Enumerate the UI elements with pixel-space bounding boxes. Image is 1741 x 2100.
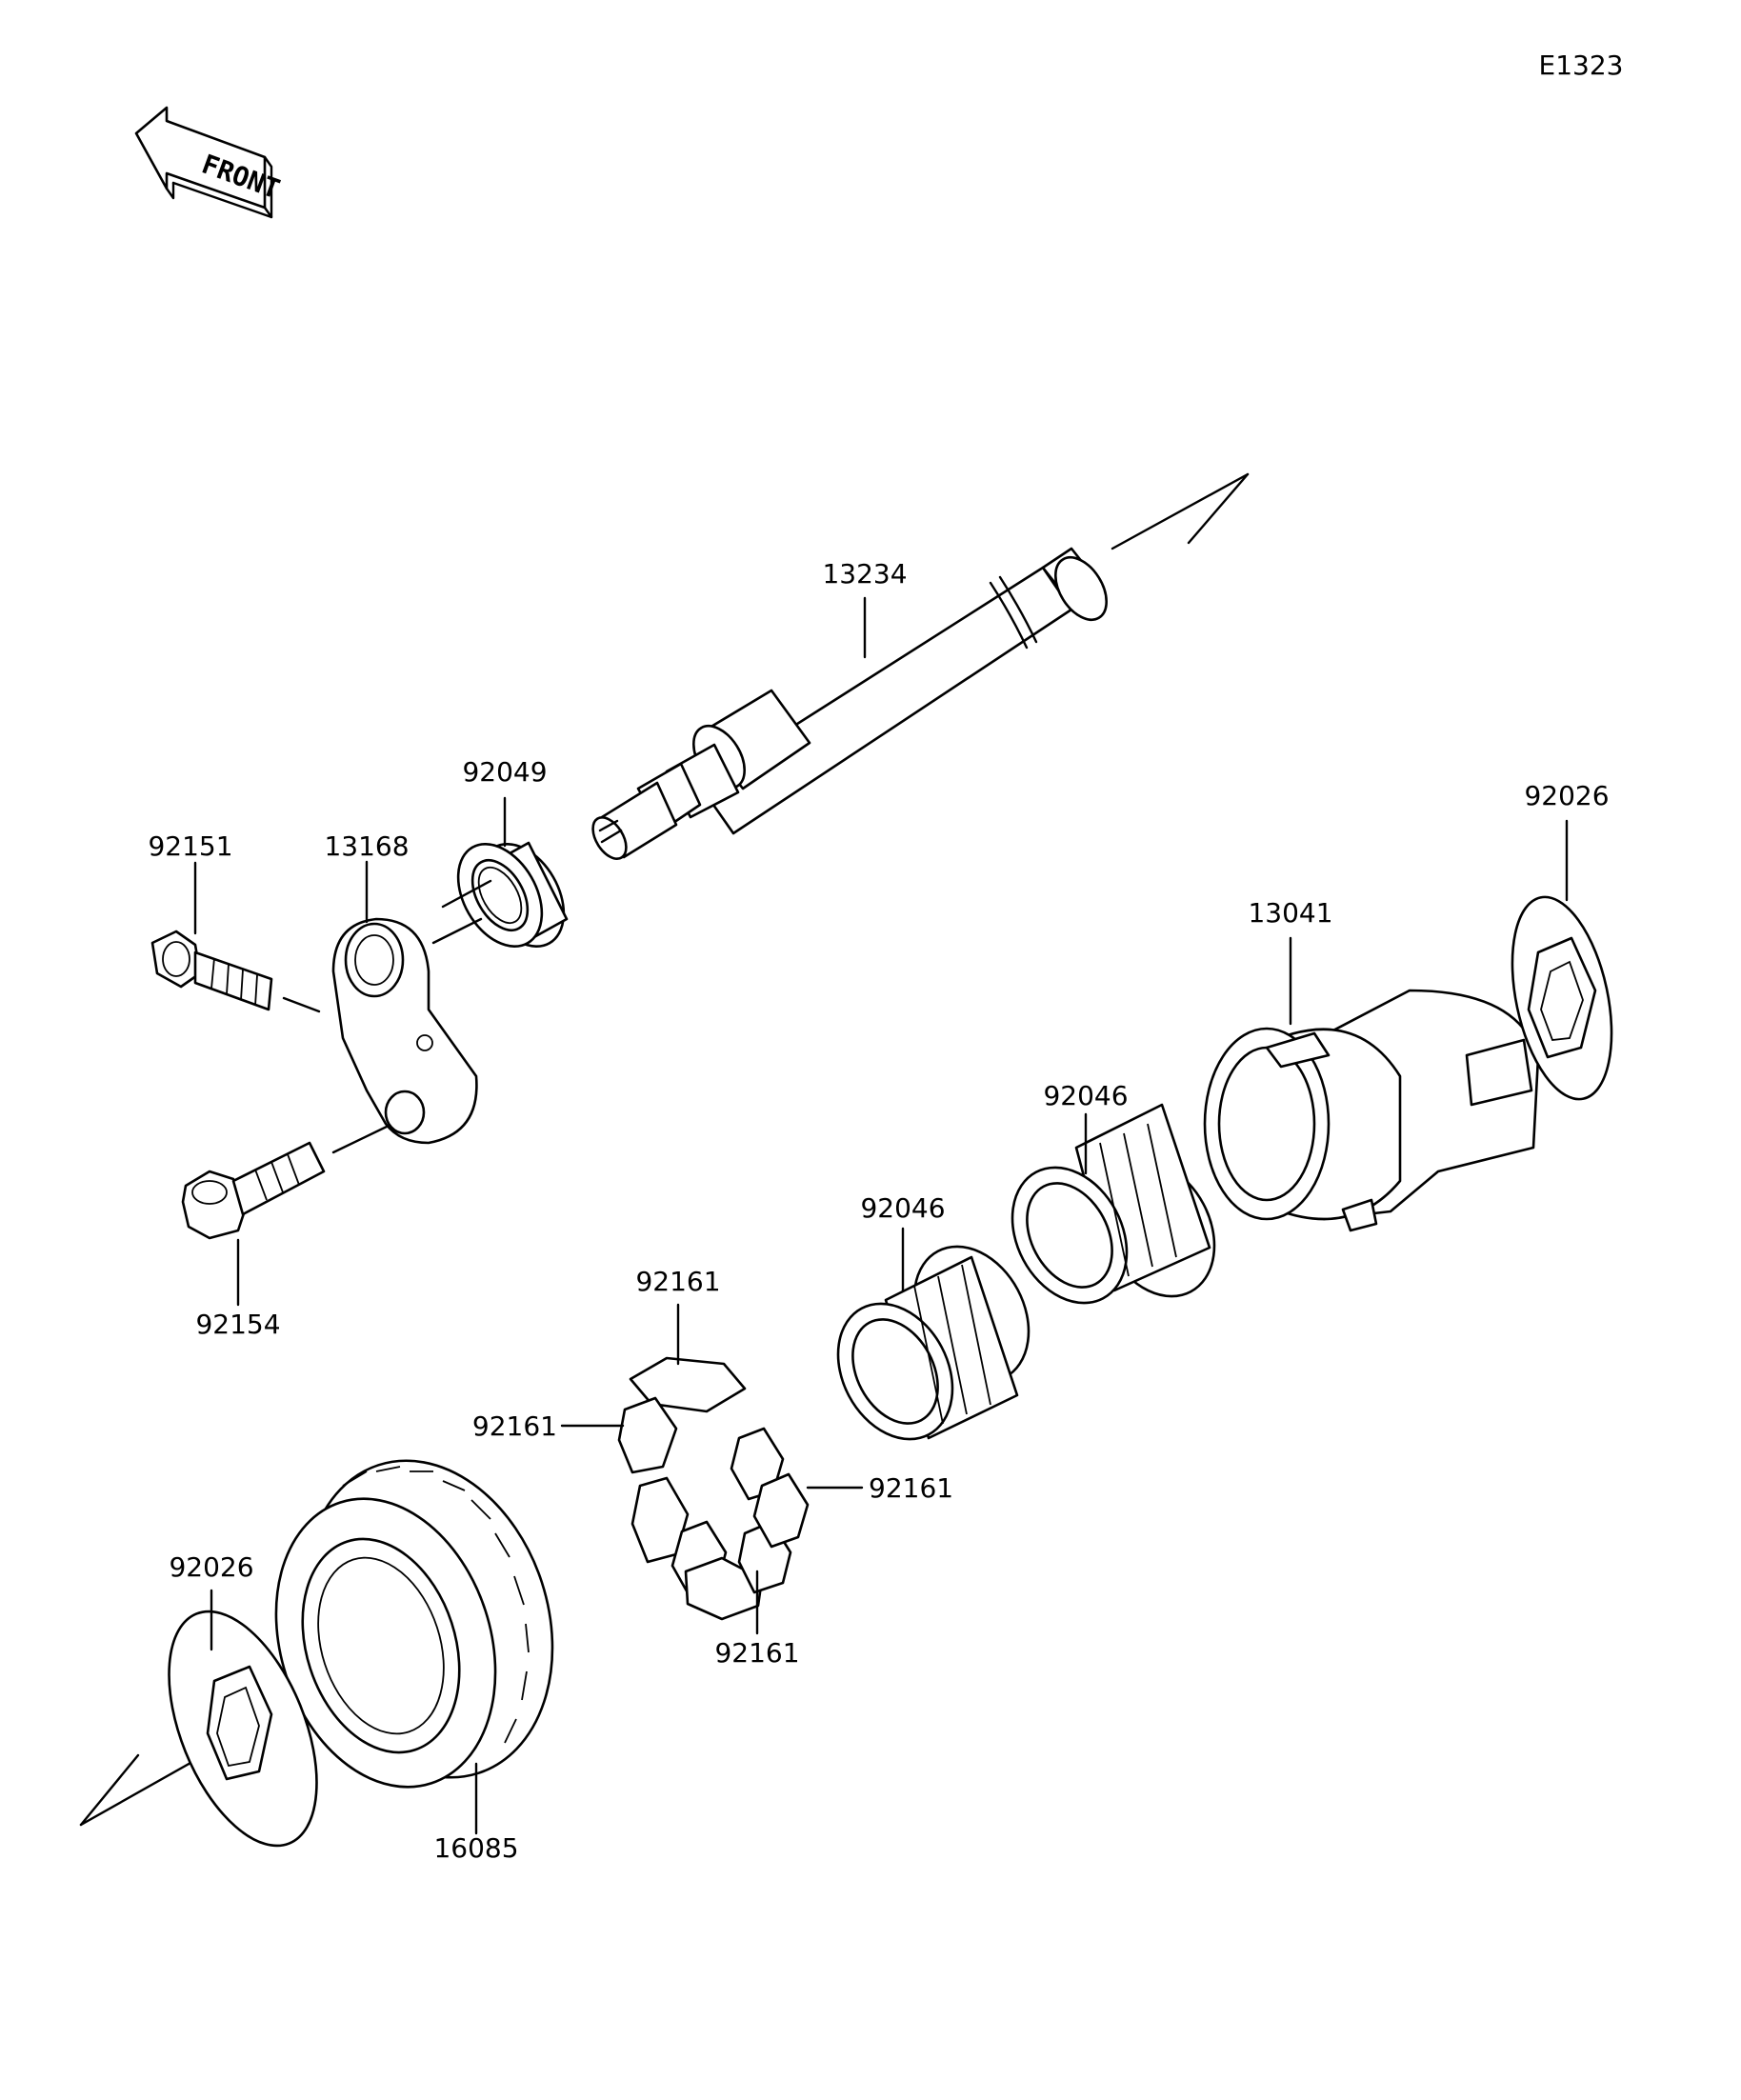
callout-92161-top: 92161 [635,1266,720,1297]
callout-92049: 92049 [462,756,547,788]
callout-92026-top: 92026 [1524,780,1609,811]
rollers-92161 [560,1303,864,1635]
callout-92154: 92154 [195,1309,280,1340]
callout-92161-right: 92161 [869,1472,953,1504]
assembly-axis [79,472,1250,1827]
needle-bearing-92046-left [836,1227,1031,1441]
bolt-92151 [150,861,321,1013]
callout-13041: 13041 [1248,897,1332,929]
oil-seal-92049 [441,796,569,949]
washer-92026-top [1511,819,1613,1101]
callout-92046-right: 92046 [1043,1080,1128,1111]
front-arrow-icon: FRONT [134,106,284,219]
callout-92046-left: 92046 [860,1192,945,1224]
lever-13168 [331,860,483,1145]
callout-13234: 13234 [822,558,907,590]
shaft-13234 [591,547,1108,860]
callout-92161-bottom: 92161 [714,1637,799,1669]
housing-13041 [1203,936,1540,1232]
callout-92151: 92151 [148,830,232,862]
callout-16085: 16085 [433,1832,518,1864]
bolt-92154 [181,1124,390,1307]
washer-92026-bottom [168,1589,318,1848]
callout-92161-left: 92161 [472,1410,557,1442]
callout-92026-bottom: 92026 [169,1551,253,1583]
needle-bearing-92046-right [1011,1103,1216,1305]
callout-13168: 13168 [324,830,409,862]
gear-16085 [274,1459,554,1835]
diagram-id: E1323 [1539,50,1624,81]
